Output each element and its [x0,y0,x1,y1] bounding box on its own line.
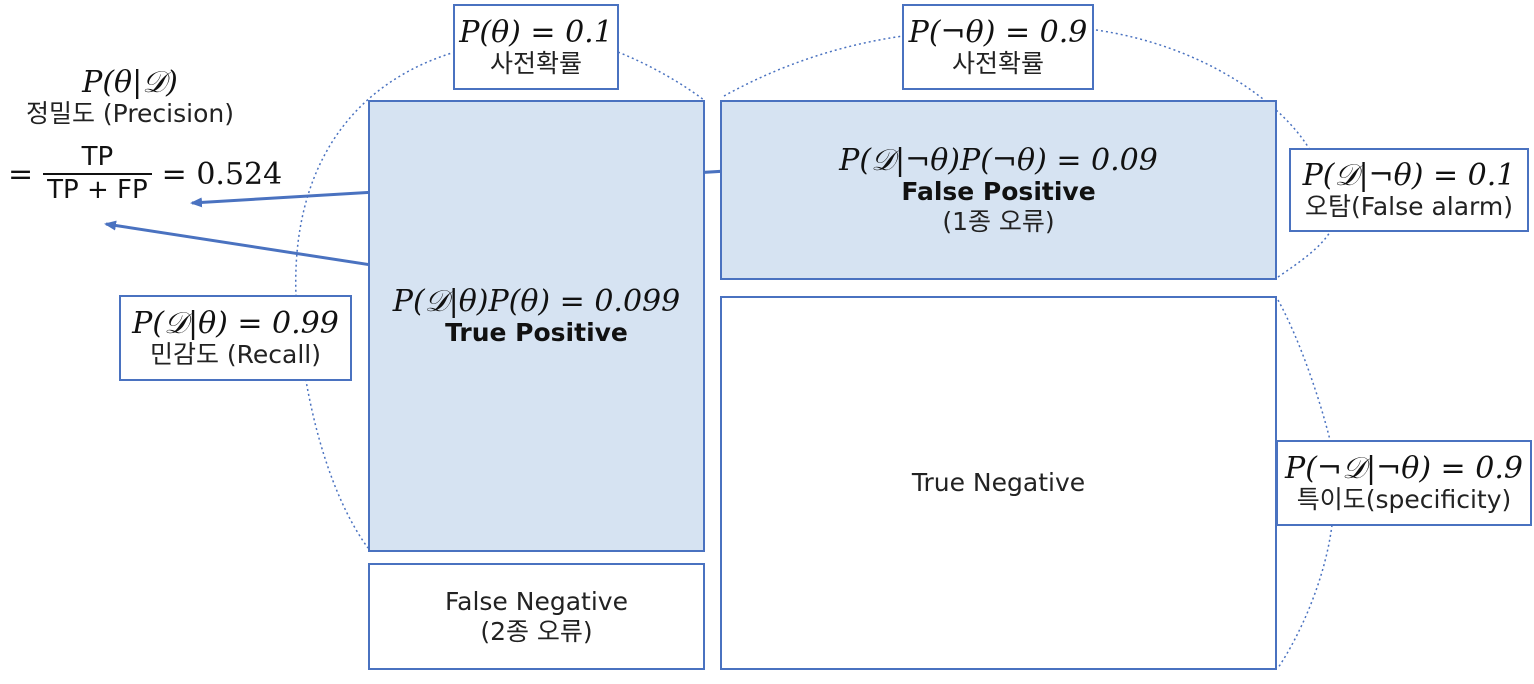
false-negative-note: (2종 오류) [480,616,593,646]
precision-equals: = [8,156,34,192]
precision-label: 정밀도 (Precision) [25,99,234,128]
precision-result: = 0.524 [161,156,283,192]
specificity-box: P(¬𝒟|¬θ) = 0.9 특이도(specificity) [1276,440,1532,526]
false-negative-region: False Negative (2종 오류) [368,563,705,670]
specificity-arc-lower [1277,524,1333,669]
recall-box: P(𝒟|θ) = 0.99 민감도 (Recall) [119,295,352,381]
precision-formula: P(θ|𝒟) [82,65,178,100]
prior-theta-circle-arc-right [617,51,705,101]
false-positive-note: (1종 오류) [942,206,1055,236]
prior-theta-box: P(θ) = 0.1 사전확률 [453,4,619,90]
false-alarm-arc [1277,231,1331,278]
false-positive-region: P(𝒟|¬θ)P(¬θ) = 0.09 False Positive (1종 오… [720,100,1277,280]
prior-not-theta-circle-arc-left [723,35,904,97]
prior-not-theta-formula: P(¬θ) = 0.9 [908,14,1088,50]
prior-theta-formula: P(θ) = 0.1 [459,14,613,50]
false-alarm-formula: P(𝒟|¬θ) = 0.1 [1302,157,1516,193]
precision-denominator: TP + FP [47,175,148,206]
false-alarm-label: 오탐(False alarm) [1305,191,1513,221]
specificity-arc-upper [1277,299,1331,441]
true-positive-formula: P(𝒟|θ)P(θ) = 0.099 [392,283,681,319]
specificity-label: 특이도(specificity) [1296,484,1512,514]
fraction-bar [43,173,152,176]
precision-fraction-row: = TP TP + FP = 0.524 [8,142,282,206]
true-negative-region: True Negative [720,296,1277,670]
prior-theta-label: 사전확률 [489,48,582,78]
false-alarm-box: P(𝒟|¬θ) = 0.1 오탐(False alarm) [1289,148,1529,232]
specificity-formula: P(¬𝒟|¬θ) = 0.9 [1285,450,1523,486]
false-positive-label: False Positive [901,176,1096,206]
prior-not-theta-box: P(¬θ) = 0.9 사전확률 [902,4,1094,90]
true-negative-label: True Negative [911,468,1086,497]
recall-formula: P(𝒟|θ) = 0.99 [132,305,339,341]
precision-numerator: TP [81,142,114,172]
true-positive-region: P(𝒟|θ)P(θ) = 0.099 True Positive [368,100,705,552]
precision-block: P(θ|𝒟) 정밀도 (Precision) [0,66,260,129]
true-positive-label: True Positive [445,317,628,347]
false-positive-formula: P(𝒟|¬θ)P(¬θ) = 0.09 [839,142,1158,178]
prior-not-theta-label: 사전확률 [951,48,1044,78]
recall-label: 민감도 (Recall) [149,339,322,369]
false-negative-label: False Negative [445,586,628,616]
precision-fraction: TP TP + FP [43,142,152,206]
